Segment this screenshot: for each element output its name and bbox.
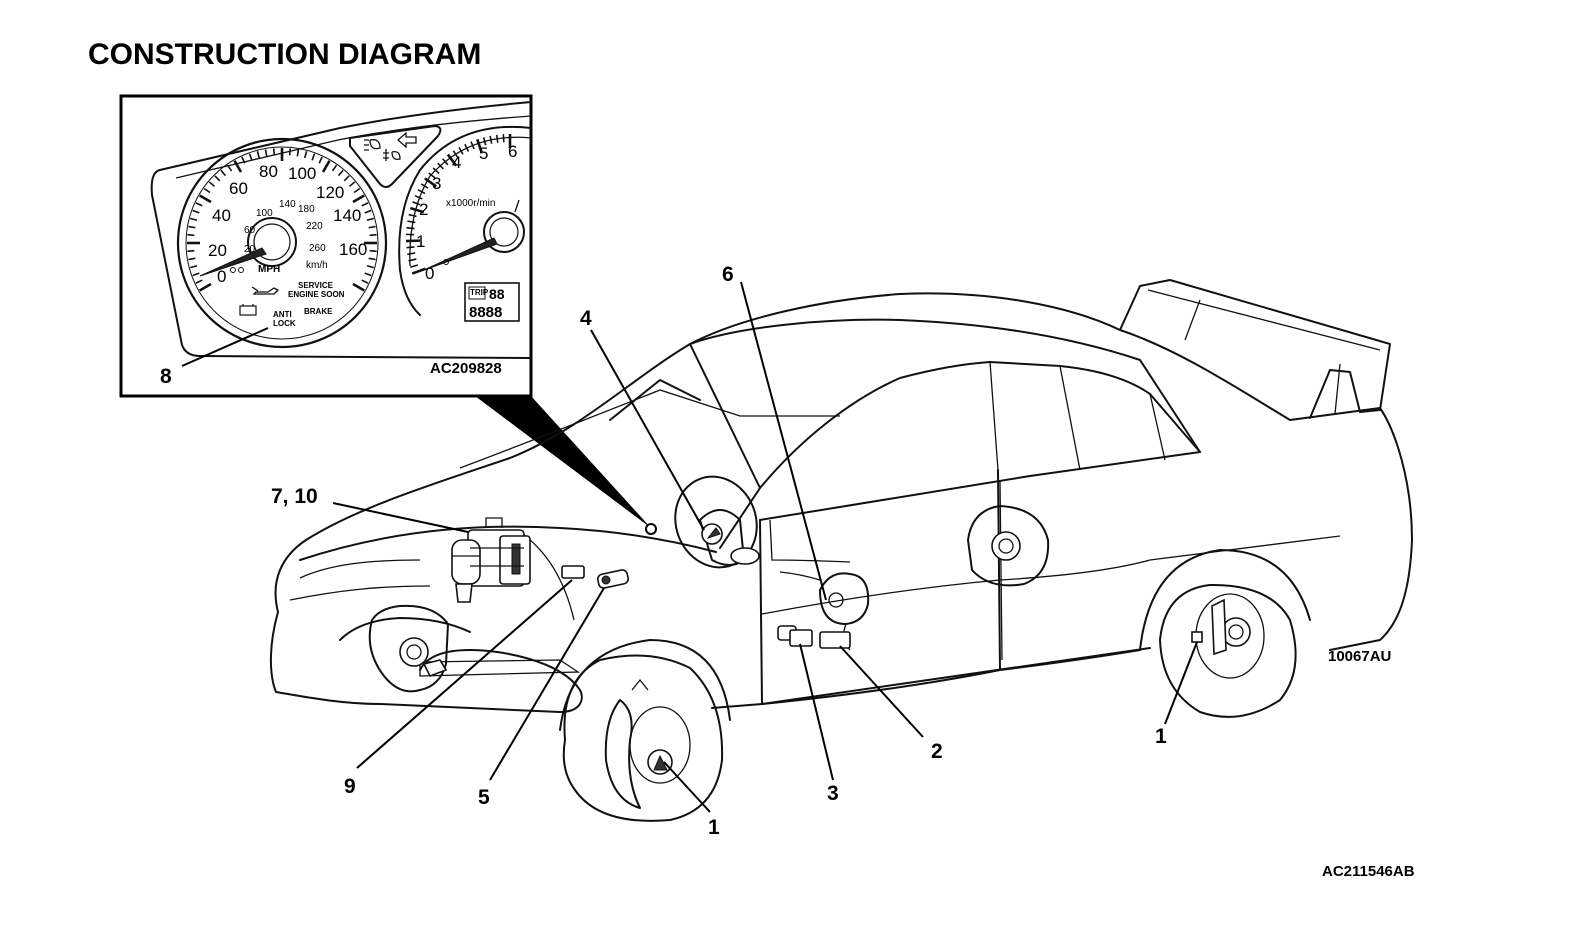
tach-tick-1: 1 <box>416 232 425 251</box>
tachometer: 0 1 2 3 4 5 6 x1000r/min <box>398 125 532 316</box>
indicator-panel <box>349 125 442 188</box>
component-2 <box>819 631 851 649</box>
inset-figure-code: AC209828 <box>430 360 502 377</box>
mph-tick-100: 100 <box>288 164 316 183</box>
cluster-housing <box>150 101 532 359</box>
tach-tick-3: 3 <box>432 174 441 193</box>
component-5-switch <box>597 569 629 589</box>
front-tire <box>562 654 724 822</box>
speedometer-needle <box>199 247 267 277</box>
turn-arrow-icon <box>397 131 417 149</box>
callout-1-rear: 1 <box>1155 725 1167 748</box>
kmh-tick-100: 100 <box>256 208 273 219</box>
component-9-box <box>561 565 585 579</box>
inset-frame <box>119 94 533 398</box>
speedometer-hub <box>247 217 297 267</box>
tach-tick-6: 6 <box>508 142 517 161</box>
mph-tick-0: 0 <box>217 267 226 286</box>
kmh-tick-140: 140 <box>279 199 296 210</box>
callout-1-front: 1 <box>708 816 720 839</box>
car-body <box>269 279 1413 822</box>
odometer-bottom-digits: 8888 <box>469 304 502 321</box>
rear-wheel-rotor <box>1191 593 1265 679</box>
hydraulic-unit <box>451 517 531 603</box>
mph-tick-120: 120 <box>316 183 344 202</box>
front-wheel-rotor <box>604 678 691 809</box>
inset-pointer-wedge <box>475 396 651 528</box>
component-3 <box>777 625 813 647</box>
kmh-tick-260: 260 <box>309 243 326 254</box>
anti-lock-warning-anti: ANTI <box>273 310 292 319</box>
callout-6: 6 <box>722 263 734 286</box>
kmh-tick-60: 60 <box>244 225 256 236</box>
tach-unit: x1000r/min <box>446 198 495 209</box>
mph-tick-140: 140 <box>333 206 361 225</box>
instrument-cluster-inset: 0 20 40 60 80 100 120 140 160 20 60 100 … <box>119 94 533 398</box>
callout-5: 5 <box>478 786 490 809</box>
kmh-tick-180: 180 <box>298 204 315 215</box>
tachometer-needle <box>423 237 498 271</box>
trip-label: TRIP <box>470 288 489 297</box>
brake-warning: BRAKE <box>304 307 333 316</box>
tach-tick-5: 5 <box>479 144 488 163</box>
engine-soon-text: ENGINE SOON <box>288 290 345 299</box>
headlight-icon <box>364 139 381 151</box>
tach-tick-0: 0 <box>425 264 434 283</box>
callout-8: 8 <box>160 365 172 388</box>
callout-9: 9 <box>344 775 356 798</box>
mph-tick-80: 80 <box>259 162 278 181</box>
mph-tick-40: 40 <box>212 206 231 225</box>
figure-code: AC211546AB <box>1322 863 1415 880</box>
speedometer: 0 20 40 60 80 100 120 140 160 20 60 100 … <box>176 137 388 349</box>
kmh-unit: km/h <box>306 260 328 271</box>
left-front-brake <box>368 604 449 693</box>
rear-wheel-arch <box>1139 549 1311 651</box>
mph-unit: MPH <box>258 264 280 275</box>
battery-icon <box>239 305 257 316</box>
callout-4: 4 <box>580 307 592 330</box>
front-sensor-assembly <box>674 475 760 569</box>
rear-tire <box>1159 583 1297 718</box>
rear-inner-brake <box>967 505 1050 587</box>
callout-3: 3 <box>827 782 839 805</box>
callout-2: 2 <box>931 740 943 763</box>
mph-tick-20: 20 <box>208 241 227 260</box>
page-title: CONSTRUCTION DIAGRAM <box>88 38 481 71</box>
cluster-location-marker <box>645 523 657 535</box>
mph-tick-160: 160 <box>339 240 367 259</box>
tach-tick-2: 2 <box>419 200 428 219</box>
car-illustration-code: 10067AU <box>1328 648 1391 665</box>
service-text: SERVICE <box>298 281 334 290</box>
kmh-tick-20: 20 <box>244 244 256 255</box>
oil-pressure-icon <box>251 286 280 295</box>
odometer-top-digits: 88 <box>489 286 505 302</box>
anti-lock-warning-lock: LOCK <box>273 319 296 328</box>
mph-tick-60: 60 <box>229 179 248 198</box>
kmh-tick-220: 220 <box>306 221 323 232</box>
callout-7-10: 7, 10 <box>271 485 318 508</box>
odometer-display: TRIP 88 8888 <box>464 282 520 322</box>
fog-light-icon <box>383 149 401 161</box>
tach-tick-4: 4 <box>452 153 461 172</box>
